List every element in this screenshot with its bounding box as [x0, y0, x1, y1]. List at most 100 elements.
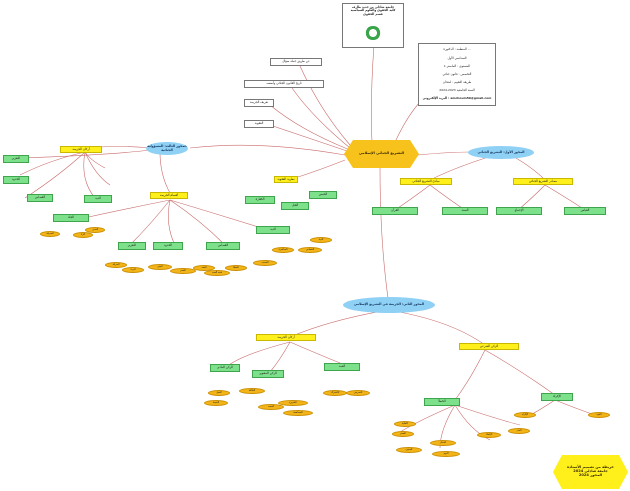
- bottom-orange-8-label: الأهلية: [401, 421, 409, 425]
- bottom-yellow-0-label: أركان الجريمة: [277, 334, 295, 339]
- bottom-orange-8[interactable]: الأهلية: [394, 421, 416, 427]
- bottom-orange-15-label: الإكراه: [521, 412, 529, 416]
- left-orange-12[interactable]: القصاص: [298, 247, 322, 253]
- left-orange-4[interactable]: الردة: [122, 267, 144, 273]
- right-yellow-1[interactable]: مصادر التشريع الجنائي: [513, 178, 573, 185]
- right-green-3-label: القياس: [580, 208, 590, 213]
- left-orange-10[interactable]: التسبب: [253, 260, 277, 266]
- left-green-0[interactable]: التعزير: [3, 155, 29, 163]
- left-orange-13[interactable]: الدية: [310, 237, 332, 243]
- unit-ellipse-right[interactable]: المحور الأول: التشريع الجنائي: [468, 146, 534, 159]
- bottom-green-4[interactable]: الإكراه: [541, 393, 573, 401]
- bottom-yellow-1[interactable]: الركن الشرعي: [459, 343, 519, 350]
- top-item-2-label: تعريف الجريمة: [249, 100, 269, 105]
- left-orange-8[interactable]: شبه العمد: [204, 270, 230, 276]
- bottom-orange-6[interactable]: الاشتراك: [323, 390, 347, 396]
- left-orange-2[interactable]: القذف: [85, 227, 105, 233]
- left-orange-2-label: القذف: [91, 227, 99, 231]
- center-node[interactable]: التشريع الجنائي الإسلامي: [344, 140, 419, 168]
- top-item-2[interactable]: تعريف الجريمة: [244, 99, 274, 107]
- left-green-8[interactable]: التعزير: [118, 242, 146, 250]
- right-green-1[interactable]: السنة: [442, 207, 488, 215]
- bottom-orange-11[interactable]: السكر: [430, 440, 456, 446]
- unit-ellipse-bottom[interactable]: المحور الثاني: الجريمة في التشريع الإسلا…: [343, 297, 435, 313]
- unit-right-label: المحور الأول: التشريع الجنائي: [477, 149, 525, 154]
- bottom-orange-11-label: السكر: [439, 440, 447, 444]
- left-green-4[interactable]: الكفارة: [245, 196, 275, 204]
- bottom-green-2[interactable]: العمد: [324, 363, 360, 371]
- footer-line-1: خريطة من تصميم الأستاذة: [567, 465, 614, 470]
- right-yellow-0-label: مبادئ التشريع الجنائي: [412, 178, 440, 183]
- left-orange-6[interactable]: الخمر: [170, 268, 196, 274]
- bottom-orange-15[interactable]: الإكراه: [514, 412, 536, 418]
- bottom-orange-14[interactable]: العذر: [508, 428, 530, 434]
- info-line-5: السنة الجامعية 2023-2024: [439, 88, 475, 93]
- bottom-orange-0[interactable]: الفعل: [208, 390, 230, 396]
- left-green-2[interactable]: القصاص: [27, 194, 53, 202]
- left-yellow-2[interactable]: أقسام الجريمة: [150, 192, 188, 199]
- bottom-orange-10[interactable]: الجنون: [396, 447, 422, 453]
- right-green-2[interactable]: الإجماع: [496, 207, 542, 215]
- bottom-green-3[interactable]: الخطأ: [424, 398, 460, 406]
- left-orange-6-label: الخمر: [180, 268, 186, 272]
- left-orange-1[interactable]: الزنا: [73, 232, 93, 238]
- top-item-0-label: عن طريق جملة سؤال: [282, 59, 310, 64]
- info-line-1: السداسي الأول: [447, 55, 467, 60]
- university-logo: [362, 26, 384, 40]
- bottom-orange-12-label: النوم: [443, 451, 449, 455]
- left-green-1-label: الحدود: [11, 177, 21, 182]
- bottom-orange-7[interactable]: التحريض: [346, 390, 370, 396]
- bottom-orange-3[interactable]: القصد: [258, 404, 284, 410]
- top-item-3-label: العقوبة: [254, 121, 264, 126]
- unit-ellipse-left[interactable]: المحور الثالث: المسؤولية الجنائية: [146, 142, 188, 155]
- left-green-11-label: الدية: [270, 227, 276, 232]
- top-item-1[interactable]: تاريخ القانون الجنائي وأسسه: [244, 80, 324, 88]
- bottom-orange-1[interactable]: النتيجة: [204, 400, 228, 406]
- left-green-6[interactable]: القتل: [281, 202, 309, 210]
- top-item-0[interactable]: عن طريق جملة سؤال: [270, 58, 322, 66]
- footer-line-3: المحور 2024: [578, 472, 603, 477]
- bottom-orange-13[interactable]: الإغماء: [477, 432, 501, 438]
- left-green-10[interactable]: القصاص: [206, 242, 240, 250]
- bottom-yellow-0[interactable]: أركان الجريمة: [256, 334, 316, 341]
- left-green-1[interactable]: الحدود: [3, 176, 29, 184]
- right-green-0[interactable]: القرآن: [372, 207, 418, 215]
- bottom-orange-5[interactable]: المساهمة: [283, 410, 313, 416]
- right-green-3[interactable]: القياس: [564, 207, 606, 215]
- left-orange-7[interactable]: العمد: [193, 265, 215, 271]
- bottom-orange-10-label: الجنون: [405, 447, 413, 451]
- left-green-5[interactable]: الحبس: [309, 191, 337, 199]
- bottom-orange-9[interactable]: الصغر: [392, 431, 414, 437]
- right-green-2-label: الإجماع: [514, 208, 524, 213]
- left-green-3-label: الدية: [95, 196, 101, 201]
- left-orange-11[interactable]: المباشرة: [272, 247, 294, 253]
- left-orange-3[interactable]: الحرابة: [105, 262, 127, 268]
- left-green-7[interactable]: الجلد: [53, 214, 89, 222]
- top-item-3[interactable]: العقوبة: [244, 120, 274, 128]
- left-yellow-2-label: أقسام الجريمة: [159, 192, 179, 197]
- bottom-orange-4[interactable]: الشروع: [278, 400, 308, 406]
- bottom-orange-16-label: القوة: [596, 412, 602, 416]
- left-yellow-1[interactable]: أركان الجريمة: [60, 146, 102, 153]
- top-item-1-label: تاريخ القانون الجنائي وأسسه: [266, 81, 302, 86]
- left-orange-9[interactable]: الخطأ: [225, 265, 247, 271]
- left-orange-8-label: شبه العمد: [212, 270, 222, 274]
- bottom-orange-2[interactable]: العلاقة: [239, 388, 265, 394]
- left-green-3[interactable]: الدية: [84, 195, 112, 203]
- left-orange-10-label: التسبب: [261, 260, 269, 264]
- right-yellow-0[interactable]: مبادئ التشريع الجنائي: [400, 178, 452, 185]
- bottom-orange-1-label: النتيجة: [212, 400, 220, 404]
- left-green-9[interactable]: الحدود: [153, 242, 183, 250]
- bottom-orange-9-label: الصغر: [400, 431, 406, 435]
- bottom-orange-12[interactable]: النوم: [432, 451, 460, 457]
- left-orange-5[interactable]: البغي: [148, 264, 172, 270]
- left-green-5-label: الحبس: [318, 192, 328, 197]
- left-green-11[interactable]: الدية: [256, 226, 290, 234]
- left-orange-0[interactable]: السرقة: [40, 231, 60, 237]
- bottom-green-0[interactable]: الركن المادي: [210, 364, 240, 372]
- bottom-orange-3-label: القصد: [268, 404, 274, 408]
- bottom-green-1[interactable]: الركن المعنوي: [252, 370, 284, 378]
- bottom-orange-16[interactable]: القوة: [588, 412, 610, 418]
- left-yellow-3[interactable]: نظرية العقوبة: [274, 176, 298, 183]
